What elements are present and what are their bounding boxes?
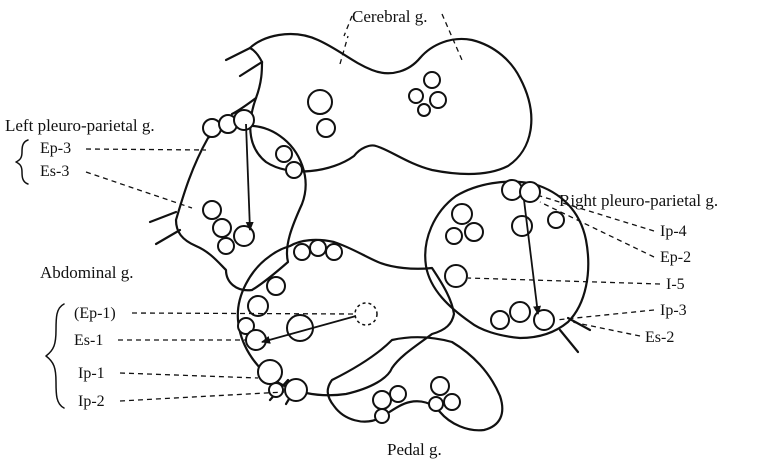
left-pleuro-parietal-ganglion (150, 110, 306, 290)
ep3-leader (86, 149, 206, 150)
abdominal-cells-brace (46, 304, 64, 408)
ip3-leader (556, 310, 654, 320)
neuron-ip2-label: Ip-2 (78, 393, 105, 410)
cerebral-ganglion (226, 34, 531, 174)
neuron-i5-label: I-5 (666, 276, 685, 293)
abdominal-ganglion (238, 240, 454, 404)
neuron-es2-label: Es-2 (645, 329, 674, 346)
abdominal-ganglion-label: Abdominal g. (40, 263, 134, 282)
ep2-projection-arrow (524, 200, 538, 314)
neuron-ep2-label: Ep-2 (660, 249, 691, 266)
ep1-ghost-cell (355, 303, 377, 325)
ep1-leader (132, 313, 354, 314)
i5-leader (468, 278, 660, 284)
pedal-ganglion-label: Pedal g. (387, 440, 442, 459)
neuron-ep3-label: Ep-3 (40, 140, 71, 157)
ip2-leader (120, 392, 284, 401)
left-pleuro-parietal-label: Left pleuro-parietal g. (5, 116, 155, 135)
right-pleuro-parietal-label: Right pleuro-parietal g. (559, 191, 718, 210)
es2-leader (572, 322, 640, 336)
neuron-ip4-label: Ip-4 (660, 223, 687, 240)
neuron-es3-label: Es-3 (40, 163, 69, 180)
neuron-es1-label: Es-1 (74, 332, 103, 349)
cerebral-ganglion-label: Cerebral g. (352, 7, 428, 26)
neuron-ep1-label: (Ep-1) (74, 305, 116, 322)
cerebral-leader-right (442, 14, 462, 60)
ip1-leader (120, 373, 258, 378)
ep3-es3-brace (16, 140, 28, 184)
ep2-leader (540, 202, 654, 257)
neuron-ip3-label: Ip-3 (660, 302, 687, 319)
neuron-ip1-label: Ip-1 (78, 365, 105, 382)
ep3-projection-arrow (246, 124, 250, 230)
pedal-ganglion (328, 337, 503, 430)
es3-leader (86, 172, 192, 208)
